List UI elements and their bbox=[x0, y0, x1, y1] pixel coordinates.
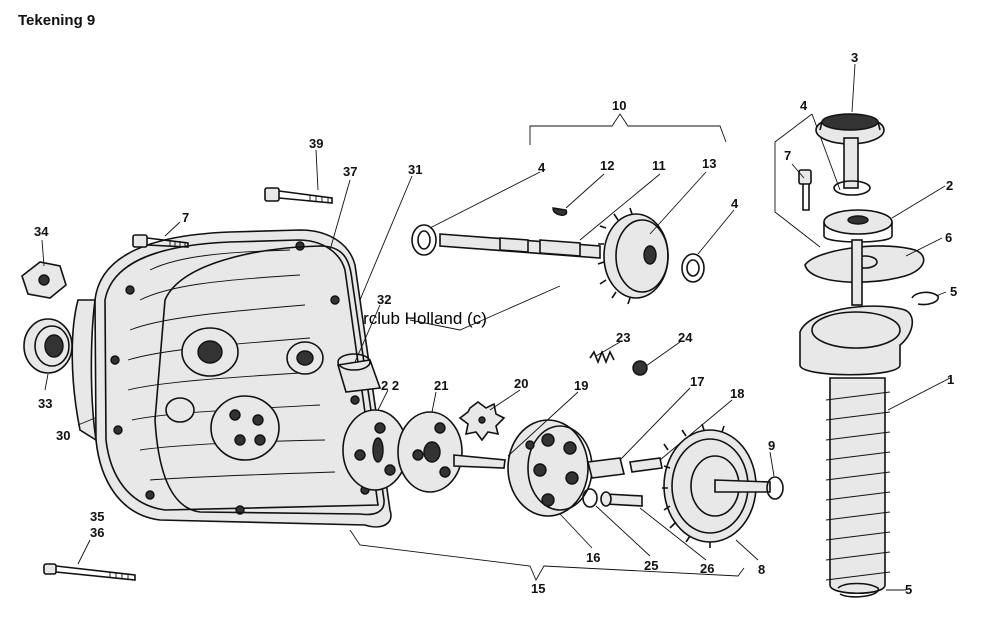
callout-5-top: 5 bbox=[950, 284, 957, 299]
large-gear bbox=[662, 423, 771, 548]
callout-35: 35 bbox=[90, 509, 104, 524]
callout-36: 36 bbox=[90, 525, 104, 540]
bearing-2 bbox=[823, 209, 893, 243]
callout-34: 34 bbox=[34, 224, 49, 239]
callout-6: 6 bbox=[945, 230, 952, 245]
bolt-7-left bbox=[132, 234, 189, 248]
callout-25: 25 bbox=[644, 558, 658, 573]
spring-23 bbox=[589, 349, 615, 365]
plate-22 bbox=[342, 409, 408, 491]
callout-11: 11 bbox=[652, 158, 666, 173]
callout-15: 15 bbox=[531, 581, 545, 596]
bevel-gear-3 bbox=[815, 113, 885, 189]
gasket-6 bbox=[804, 245, 925, 283]
callout-4-right: 4 bbox=[800, 98, 808, 113]
washer-4-top bbox=[833, 180, 871, 196]
circlip-5-bottom bbox=[837, 582, 879, 598]
washer-4-left bbox=[411, 224, 437, 256]
pin-18 bbox=[629, 457, 663, 473]
callout-31: 31 bbox=[408, 162, 422, 177]
washer-4-right bbox=[681, 253, 705, 283]
washer-9 bbox=[766, 476, 784, 500]
circlip-5-top bbox=[911, 291, 939, 306]
callout-3: 3 bbox=[851, 50, 858, 65]
oil-seal bbox=[23, 318, 73, 374]
key-12 bbox=[552, 207, 568, 216]
callout-8: 8 bbox=[758, 562, 765, 577]
callout-33: 33 bbox=[38, 396, 52, 411]
callout-26: 26 bbox=[700, 561, 714, 576]
callout-4-mid: 4 bbox=[731, 196, 739, 211]
bracket-10 bbox=[529, 113, 727, 145]
callout-12: 12 bbox=[600, 158, 614, 173]
callout-13: 13 bbox=[702, 156, 716, 171]
drawing-title: Tekening 9 bbox=[18, 12, 96, 29]
callout-39: 39 bbox=[309, 136, 323, 151]
callout-22: 2 2 bbox=[381, 378, 399, 393]
callout-32: 32 bbox=[377, 292, 391, 307]
callout-9: 9 bbox=[768, 438, 775, 453]
callout-4-left: 4 bbox=[538, 160, 546, 175]
bolt-39 bbox=[264, 187, 333, 204]
sleeve-17 bbox=[587, 457, 625, 479]
callout-5-bottom: 5 bbox=[905, 582, 912, 597]
screw-26 bbox=[600, 491, 643, 507]
callout-37: 37 bbox=[343, 164, 357, 179]
shaft-11 bbox=[439, 233, 601, 259]
callout-23: 23 bbox=[616, 330, 630, 345]
callout-21: 21 bbox=[434, 378, 448, 393]
washer-25 bbox=[582, 488, 598, 508]
callout-19: 19 bbox=[574, 378, 588, 393]
callout-1: 1 bbox=[947, 372, 954, 387]
bushing-32 bbox=[336, 353, 382, 393]
callout-2: 2 bbox=[946, 178, 953, 193]
plate-21 bbox=[397, 411, 463, 493]
callout-17: 17 bbox=[690, 374, 704, 389]
bolt-35-36 bbox=[43, 563, 136, 581]
callout-numbers: 1 2 3 4 4 4 5 5 6 7 7 8 9 10 11 12 13 15… bbox=[34, 50, 957, 597]
callout-10: 10 bbox=[612, 98, 626, 113]
worm-housing-1 bbox=[799, 239, 914, 594]
ball-24 bbox=[632, 360, 648, 376]
bolt-7-right bbox=[798, 169, 812, 211]
callout-18: 18 bbox=[730, 386, 744, 401]
callout-16: 16 bbox=[586, 550, 600, 565]
callout-24: 24 bbox=[678, 330, 693, 345]
pump-rotor bbox=[458, 401, 506, 442]
gasket bbox=[154, 245, 385, 516]
pump-body bbox=[507, 419, 593, 517]
gear-13 bbox=[597, 207, 669, 305]
bracket-15 bbox=[349, 529, 745, 582]
callout-30: 30 bbox=[56, 428, 70, 443]
callout-20: 20 bbox=[514, 376, 528, 391]
leader-lines bbox=[41, 63, 951, 591]
callout-7-right: 7 bbox=[784, 148, 791, 163]
pump-spindle bbox=[453, 454, 506, 469]
callout-7-left: 7 bbox=[182, 210, 189, 225]
